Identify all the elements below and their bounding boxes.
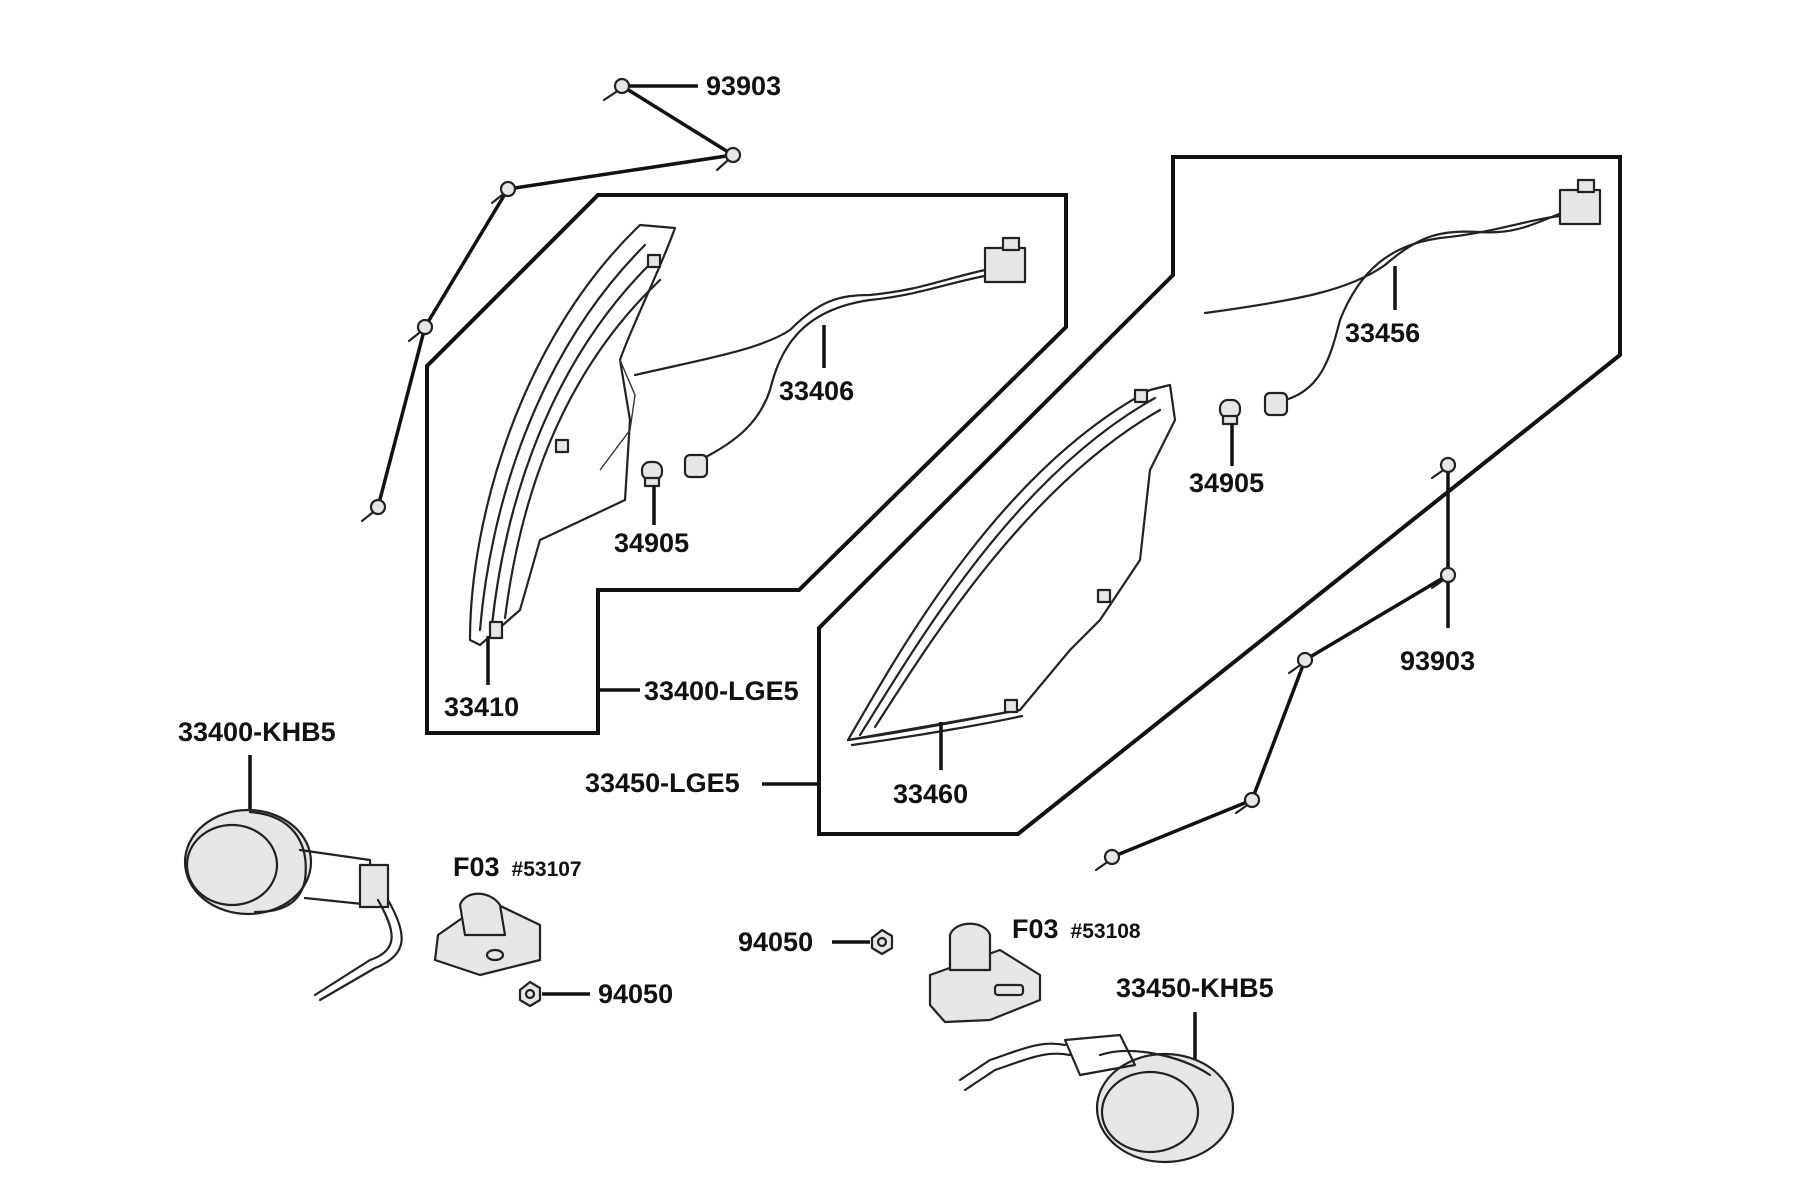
label-93903-right: 93903 [1400,646,1475,676]
label-33456: 33456 [1345,318,1420,348]
label-33410: 33410 [444,692,519,722]
label-f03-53107: F03 #53107 [453,852,582,882]
screw-icon [360,498,387,523]
nut-94050-left [518,980,590,1008]
turn-signal-33400-khb5 [183,755,403,1002]
screw-group-93903-right [1094,456,1457,872]
label-34905-left: 34905 [614,528,689,558]
label-f03-53108: F03 #53108 [1012,914,1141,944]
lens-33410 [468,223,677,647]
bulb-34905-right [1218,398,1242,426]
label-33400-lge5: 33400-LGE5 [644,676,799,706]
screw-icon [490,180,517,205]
lens-33460 [846,383,1177,747]
screw-icon [1094,848,1121,872]
bulb-socket-icon [683,453,709,479]
screw-icon [1234,791,1261,815]
bracket-f03-53108 [928,922,1042,1024]
label-94050-left: 94050 [598,979,673,1009]
label-33460: 33460 [893,779,968,809]
harness-33456 [1203,178,1602,417]
connector-icon [983,246,1027,284]
bulb-socket-icon [1263,391,1289,417]
label-93903-top: 93903 [706,71,781,101]
bracket-f03-53107 [433,892,542,977]
screw-icon [1430,566,1457,590]
label-33450-lge5: 33450-LGE5 [585,768,740,798]
bulb-34905-left [640,460,664,488]
screw-icon [715,146,742,172]
label-33406: 33406 [779,376,854,406]
screw-group-93903-top [360,77,742,523]
harness-33406 [633,236,1027,479]
screw-icon [407,318,434,343]
screw-icon [602,77,631,102]
label-34905-right: 34905 [1189,468,1264,498]
label-33450-khb5: 33450-KHB5 [1116,973,1274,1003]
frame-33450-lge5 [817,155,1622,836]
turn-signal-33450-khb5 [958,1012,1235,1164]
nut-94050-right [832,928,894,956]
frame-33400-lge5 [425,193,1068,735]
screw-icon [1287,651,1314,675]
label-33400-khb5: 33400-KHB5 [178,717,336,747]
label-94050-right: 94050 [738,927,813,957]
connector-icon [1558,188,1602,226]
screw-icon [1430,456,1457,480]
